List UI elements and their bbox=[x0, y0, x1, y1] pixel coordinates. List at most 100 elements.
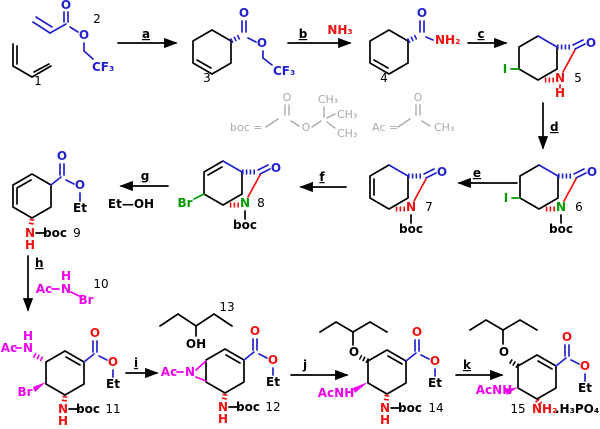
compound-7-number: 7 bbox=[425, 200, 433, 214]
arrow-step-k: k bbox=[455, 358, 504, 381]
compound-8-n: N bbox=[240, 196, 250, 210]
arrow-step-e: e bbox=[457, 166, 518, 189]
reagent-etoh: Et—OH bbox=[108, 197, 154, 211]
step-c-label: c bbox=[477, 27, 484, 41]
molecule-7: O N boc 7 bbox=[369, 164, 447, 236]
compound-11-et: Et bbox=[106, 377, 120, 391]
compound-11-boc: boc bbox=[76, 402, 100, 416]
compound-12-h-boc: H bbox=[218, 412, 228, 426]
compound-14-carbonyl-o: O bbox=[412, 325, 422, 339]
compound-15-acnh-wedge bbox=[505, 387, 518, 395]
legend-ac-label: Ac = bbox=[372, 121, 398, 134]
legend-boc-ester-o: O bbox=[302, 121, 311, 134]
compound-9-nh: H bbox=[25, 238, 35, 252]
compound-12-ac: Ac bbox=[161, 365, 177, 379]
compound-3-cf3: CF₃ bbox=[273, 64, 295, 78]
arrow-step-f: f bbox=[299, 170, 347, 193]
compound-8-number: 8 bbox=[257, 196, 265, 210]
compound-11-h-boc: H bbox=[58, 414, 68, 428]
molecule-5-iodolactam: O N H I 5 bbox=[503, 35, 596, 100]
compound-10-number: 10 bbox=[93, 277, 108, 291]
step-k-label: k bbox=[463, 358, 472, 372]
compound-14-acnh-wedge bbox=[353, 382, 368, 393]
compound-14-et: Et bbox=[428, 376, 442, 390]
compound-9-carbonyl-o: O bbox=[57, 149, 67, 163]
compound-12-carbonyl-o: O bbox=[250, 324, 260, 338]
compound-8-boc: boc bbox=[233, 218, 257, 232]
compound-15-nh2: NH₂ bbox=[532, 402, 557, 416]
compound-8-br: Br bbox=[177, 196, 192, 210]
compound-12-n-aziridine: N bbox=[185, 365, 195, 379]
compound-9-ester-o: O bbox=[75, 178, 85, 192]
compound-15-ether-o: O bbox=[499, 345, 509, 359]
compound-10-br: Br bbox=[78, 293, 93, 307]
legend-boc-ac: boc = O O CH₃ CH₃ CH₃ Ac = O CH₃ bbox=[230, 91, 454, 140]
compound-14-number: 14 bbox=[428, 401, 443, 415]
step-d-label: d bbox=[550, 120, 559, 134]
compound-7-n: N bbox=[406, 200, 416, 214]
compound-14-ester-o: O bbox=[430, 354, 440, 368]
compound-11-br: Br bbox=[17, 385, 32, 399]
legend-ac-o: O bbox=[414, 91, 423, 104]
compound-15-et: Et bbox=[578, 381, 592, 395]
compound-4-carbonyl-o: O bbox=[417, 6, 427, 20]
compound-2-carbonyl-o: O bbox=[61, 0, 71, 12]
legend-boc-label: boc = bbox=[230, 121, 262, 134]
arrow-step-d: d bbox=[537, 102, 559, 150]
compound-13-number: 13 bbox=[219, 300, 234, 314]
compound-11-h-ac: H bbox=[23, 329, 33, 343]
molecule-14: O O Et O AcNH N H boc 14 bbox=[318, 321, 444, 427]
compound-6-carbonyl-o: O bbox=[587, 165, 597, 179]
legend-boc-ch3-bottom: CH₃ bbox=[337, 127, 357, 140]
compound-6-number: 6 bbox=[575, 200, 583, 214]
step-j-label: j bbox=[302, 358, 307, 372]
step-g-label: g bbox=[141, 169, 150, 183]
compound-3-carbonyl-o: O bbox=[239, 6, 249, 20]
compound-3-ester-o: O bbox=[257, 36, 267, 50]
compound-4-number: 4 bbox=[380, 71, 388, 85]
compound-15-acnh: AcNH bbox=[476, 383, 513, 397]
molecule-12-aziridine: O O Et N Ac N H boc 12 bbox=[161, 324, 281, 426]
compound-6-iodo: I bbox=[504, 191, 508, 205]
compound-1-number: 1 bbox=[34, 74, 42, 88]
compound-12-ester-o: O bbox=[268, 353, 278, 367]
compound-15-phosphate-salt: .H₃PO₄ bbox=[555, 402, 599, 416]
compound-11-n-boc: N bbox=[58, 402, 68, 416]
compound-15-carbonyl-o: O bbox=[562, 330, 572, 344]
compound-12-boc: boc bbox=[236, 400, 260, 414]
arrow-step-c: c bbox=[467, 27, 508, 49]
legend-boc-ch3-mid: CH₃ bbox=[337, 108, 357, 121]
arrow-step-i: i bbox=[125, 356, 159, 379]
compound-5-carbonyl-o: O bbox=[586, 36, 596, 50]
step-b-label: b bbox=[299, 27, 308, 41]
molecule-9: O O Et N H boc 9 bbox=[12, 149, 87, 252]
arrow-step-h: h bbox=[22, 255, 44, 312]
compound-15-number: 15 bbox=[510, 402, 525, 416]
compound-10-ac: Ac bbox=[36, 282, 52, 296]
compound-11-br-wedge bbox=[33, 382, 46, 392]
arrow-step-a: a bbox=[117, 27, 178, 49]
compound-11-ac: Ac bbox=[1, 341, 17, 355]
molecule-8: O N boc Br 8 bbox=[177, 160, 281, 232]
molecule-13-pentanol: OH 13 bbox=[159, 300, 235, 351]
compound-14-boc: boc bbox=[398, 401, 422, 415]
compound-15-ester-o: O bbox=[580, 359, 590, 373]
compound-12-et: Et bbox=[266, 375, 280, 389]
compound-6-n: N bbox=[556, 200, 566, 214]
arrow-step-j: j bbox=[290, 358, 349, 381]
compound-5-n: N bbox=[555, 71, 565, 85]
compound-5-iodo: I bbox=[503, 62, 507, 76]
compound-4-nh2: NH₂ bbox=[435, 33, 460, 47]
molecule-15-oseltamivir-phosphate: O O Et O AcNH 15 NH₂ .H₃PO₄ bbox=[469, 319, 599, 416]
compound-5-number: 5 bbox=[574, 71, 582, 85]
molecule-3: O O CF₃ 3 bbox=[192, 6, 295, 85]
arrow-step-g: g Et—OH bbox=[108, 169, 169, 211]
compound-7-boc: boc bbox=[399, 222, 423, 236]
compound-9-et: Et bbox=[73, 201, 87, 215]
step-e-label: e bbox=[473, 166, 481, 180]
compound-9-n: N bbox=[25, 226, 35, 240]
step-a-label: a bbox=[142, 27, 150, 41]
step-i-label: i bbox=[134, 356, 138, 370]
